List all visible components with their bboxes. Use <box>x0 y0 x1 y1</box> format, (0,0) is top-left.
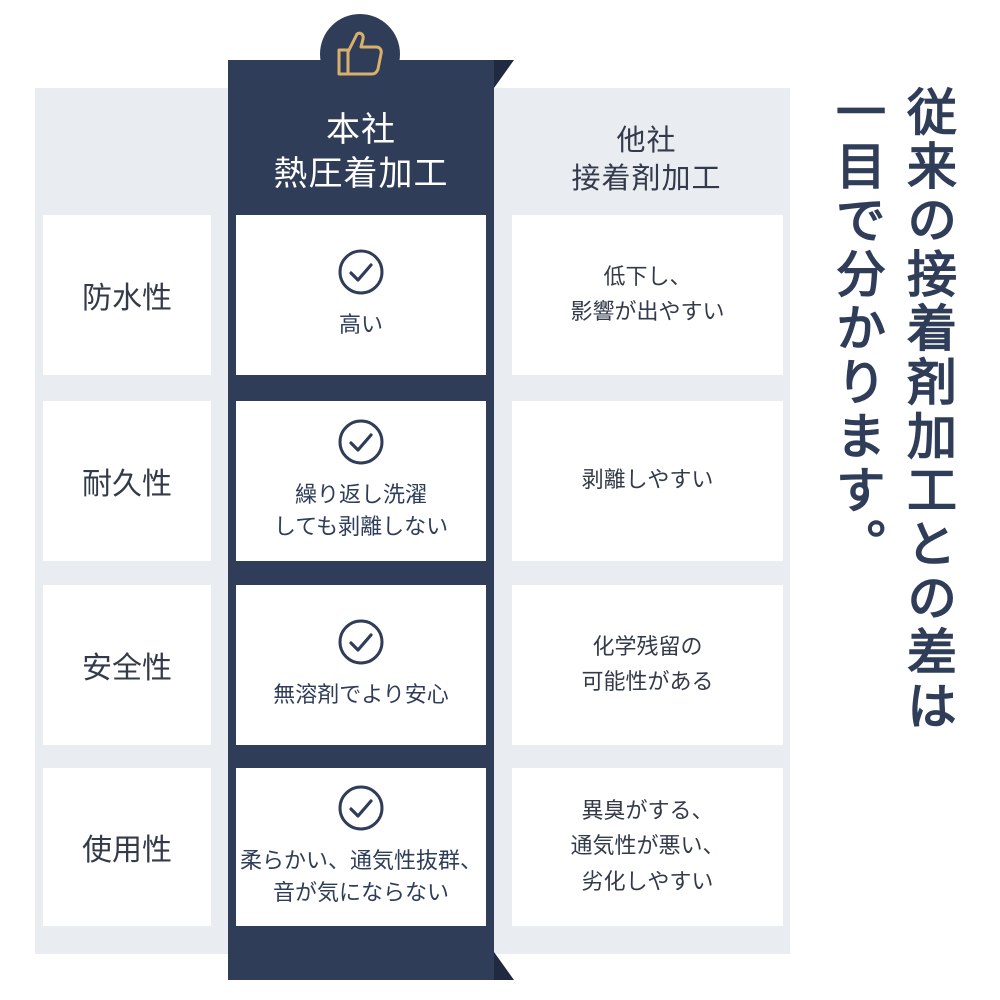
row-label-text: 使用性 <box>82 833 172 868</box>
our-process-header: 本社 熱圧着加工 <box>228 108 494 196</box>
our-cell-text: 高い <box>338 313 383 339</box>
thumbs-up-icon <box>337 31 383 76</box>
row-label-durability: 耐久性 <box>43 401 211 561</box>
row-label-text: 安全性 <box>82 651 172 686</box>
our-cell-waterproof: 高い <box>236 215 486 375</box>
check-circle-icon <box>338 249 384 295</box>
row-label-usability: 使用性 <box>43 768 211 926</box>
row-label-text: 耐久性 <box>82 467 172 502</box>
other-cell-text: 低下し、 <box>603 264 692 290</box>
other-cell-text: 化学残留の <box>592 634 703 660</box>
our-cell-text: 繰り返し洗濯 <box>294 483 427 509</box>
headline-line-2: 一目で分かります。 <box>828 86 886 572</box>
other-process-header: 他社 接着剤加工 <box>510 122 783 197</box>
row-label-text: 防水性 <box>82 281 172 316</box>
other-cell-usability: 異臭がする、 通気性が悪い、 劣化しやすい <box>512 768 783 926</box>
other-cell-text: 可能性がある <box>581 670 714 695</box>
our-cell-safety: 無溶剤でより安心 <box>236 585 486 745</box>
thumbs-up-badge <box>320 14 400 94</box>
our-cell-text: 音が気にならない <box>272 881 449 906</box>
headline-line-1: 従来の接着剤加工との差は <box>899 86 957 734</box>
our-header-line2: 熱圧着加工 <box>273 154 449 195</box>
our-cell-text: 柔らかい、通気性抜群、 <box>239 849 482 875</box>
other-cell-text: 劣化しやすい <box>581 869 714 895</box>
other-cell-text: 剥離しやすい <box>581 468 714 494</box>
column-shadow-top <box>494 60 514 88</box>
other-header-line1: 他社 <box>616 123 677 157</box>
other-cell-text: 通気性が悪い、 <box>570 834 725 860</box>
check-circle-icon <box>338 785 384 831</box>
row-label-waterproof: 防水性 <box>43 215 211 375</box>
check-circle-icon <box>338 419 384 465</box>
our-cell-text: 無溶剤でより安心 <box>273 683 449 709</box>
our-cell-usability: 柔らかい、通気性抜群、 音が気にならない <box>236 768 486 926</box>
column-shadow-bottom <box>494 952 514 980</box>
our-header-line1: 本社 <box>326 110 396 150</box>
our-cell-text: しても剥離しない <box>273 515 449 540</box>
our-cell-durability: 繰り返し洗濯 しても剥離しない <box>236 401 486 561</box>
other-cell-safety: 化学残留の 可能性がある <box>512 585 783 745</box>
row-label-safety: 安全性 <box>43 585 211 745</box>
other-header-line2: 接着剤加工 <box>571 160 722 195</box>
other-cell-text: 影響が出やすい <box>570 300 725 325</box>
other-cell-durability: 剥離しやすい <box>512 401 783 561</box>
other-cell-waterproof: 低下し、 影響が出やすい <box>512 215 783 375</box>
check-circle-icon <box>338 619 384 665</box>
other-cell-text: 異臭がする、 <box>581 799 714 825</box>
